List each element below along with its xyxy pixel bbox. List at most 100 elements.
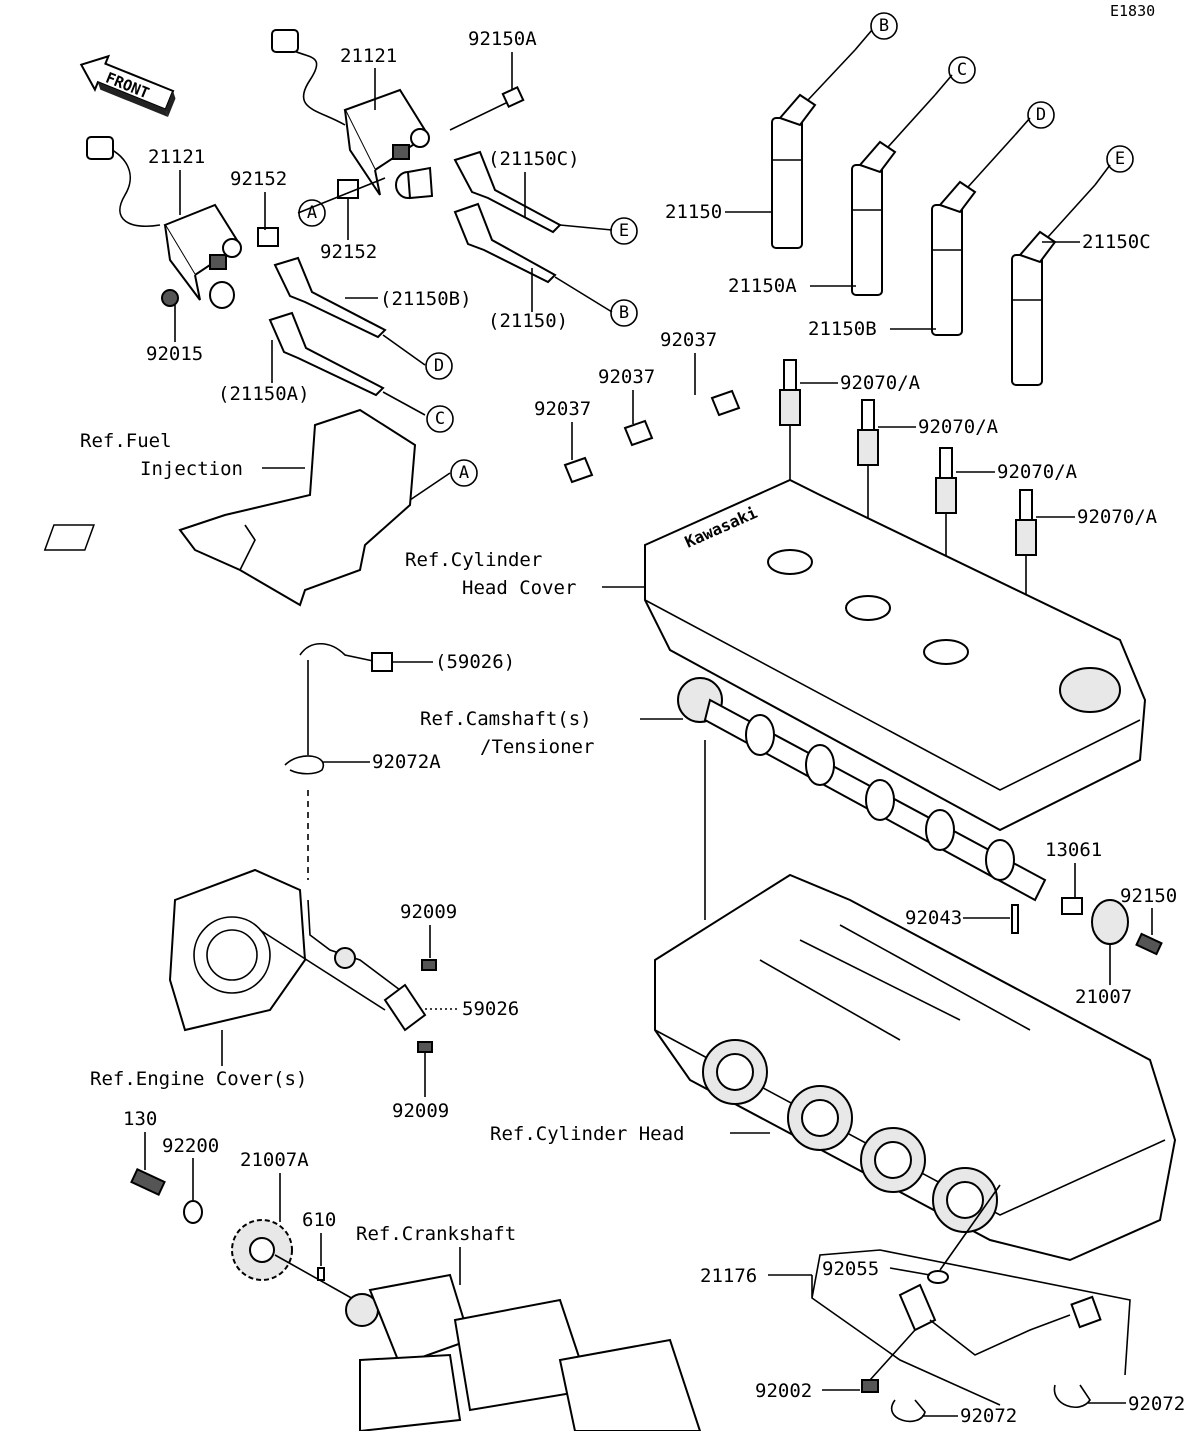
label-92009-bottom: 92009 — [392, 1100, 449, 1122]
svg-text:C: C — [435, 409, 445, 429]
label-92037-2: 92037 — [598, 366, 655, 388]
callout-d1: D — [425, 352, 453, 380]
front-arrow-icon: FRONT — [79, 54, 176, 117]
washer-92200 — [183, 1200, 203, 1224]
diagram-id: E1830 — [1110, 2, 1155, 20]
label-ref-head-cover-1: Ref.Cylinder — [405, 549, 542, 571]
timing-rotor-21007a — [231, 1219, 293, 1281]
label-92152-left: 92152 — [230, 168, 287, 190]
label-21150a-cap: (21150A) — [218, 383, 310, 405]
label-92150a: 92150A — [468, 28, 537, 50]
label-92009-top: 92009 — [400, 901, 457, 923]
label-ref-camshaft-1: Ref.Camshaft(s) — [420, 708, 592, 730]
svg-text:B: B — [879, 16, 889, 36]
nut-92015 — [161, 289, 179, 307]
clamps-92037 — [563, 389, 741, 484]
label-92043: 92043 — [905, 907, 962, 929]
engine-cover — [168, 868, 307, 1032]
label-ref-fuel-2: Injection — [140, 458, 243, 480]
label-21150c: 21150C — [1082, 231, 1151, 253]
label-92070a-3: 92070/A — [997, 461, 1078, 483]
label-ref-fuel-1: Ref.Fuel — [80, 430, 172, 452]
label-21121-left: 21121 — [148, 146, 205, 168]
svg-text:A: A — [307, 203, 317, 223]
bolt-92150 — [1135, 932, 1163, 956]
svg-text:C: C — [957, 60, 967, 80]
cylinder-head — [654, 873, 1177, 1262]
cam-sensor-21176 — [898, 1270, 1102, 1356]
label-92070a-2: 92070/A — [918, 416, 999, 438]
label-ref-crankshaft: Ref.Crankshaft — [356, 1223, 516, 1245]
fuel-injection-bracket — [43, 408, 417, 607]
svg-text:E: E — [619, 221, 629, 241]
callout-c2: C — [948, 56, 976, 84]
callout-b1: B — [610, 299, 638, 327]
label-21150b-cap: (21150B) — [380, 288, 472, 310]
label-ref-camshaft-2: /Tensioner — [480, 736, 594, 758]
callout-a2: A — [450, 459, 478, 487]
bolt-92009-top — [421, 959, 437, 971]
plug-leads — [771, 49, 1096, 386]
bolt-92002 — [861, 1379, 879, 1393]
plug-caps — [268, 150, 562, 397]
svg-text:A: A — [459, 463, 469, 483]
label-21121-top: 21121 — [340, 45, 397, 67]
clamp-92072a — [284, 755, 325, 775]
svg-text:E: E — [1115, 149, 1125, 169]
label-21150b: 21150B — [808, 318, 877, 340]
label-92070a-4: 92070/A — [1077, 506, 1158, 528]
label-21150: 21150 — [665, 201, 722, 223]
label-92015: 92015 — [146, 343, 203, 365]
callout-a1: A — [298, 199, 326, 227]
callout-b2: B — [870, 12, 898, 40]
label-92070a-1: 92070/A — [840, 372, 921, 394]
label-92002: 92002 — [755, 1380, 812, 1402]
label-ref-cylinder-head: Ref.Cylinder Head — [490, 1123, 684, 1145]
label-ref-head-cover-2: Head Cover — [462, 577, 576, 599]
label-92037-3: 92037 — [660, 329, 717, 351]
callout-c1: C — [426, 405, 454, 433]
ignition-coil-top — [271, 29, 434, 200]
label-92072-b: 92072 — [1128, 1393, 1185, 1415]
bolt-130 — [130, 1167, 166, 1197]
callout-e1: E — [610, 217, 638, 245]
callout-d2: D — [1027, 101, 1055, 129]
svg-text:B: B — [619, 303, 629, 323]
bolt-92150a — [449, 85, 525, 131]
svg-text:D: D — [1036, 105, 1046, 125]
sensor-59026 — [259, 899, 427, 1032]
label-21007: 21007 — [1075, 986, 1132, 1008]
label-21150a: 21150A — [728, 275, 797, 297]
label-92150: 92150 — [1120, 885, 1177, 907]
pin-610 — [317, 1267, 325, 1281]
sensor-lead-59026 — [299, 642, 393, 672]
label-21007a: 21007A — [240, 1149, 309, 1171]
label-92037-1: 92037 — [534, 398, 591, 420]
label-92072-a: 92072 — [960, 1405, 1017, 1427]
label-21150c-cap: (21150C) — [488, 148, 580, 170]
spark-plugs — [779, 359, 1037, 570]
label-92200: 92200 — [162, 1135, 219, 1157]
cylinder-head-cover: Kawasaki — [644, 478, 1147, 832]
oring-92055 — [927, 1270, 949, 1284]
label-21176: 21176 — [700, 1265, 757, 1287]
label-ref-engine-cover: Ref.Engine Cover(s) — [90, 1068, 307, 1090]
label-21150-cap: (21150) — [488, 310, 568, 332]
clamp-92072-a — [891, 1399, 926, 1423]
label-59026-top: (59026) — [435, 651, 515, 673]
collar-92152-left — [257, 227, 279, 247]
ignition-coil-left — [86, 136, 242, 309]
label-92072a: 92072A — [372, 751, 441, 773]
label-130: 130 — [123, 1108, 157, 1130]
camshaft — [677, 677, 1047, 902]
label-92152-mid: 92152 — [320, 241, 377, 263]
pin-92043 — [1011, 904, 1019, 934]
svg-text:D: D — [434, 356, 444, 376]
label-13061: 13061 — [1045, 839, 1102, 861]
clamp-92072-b — [1053, 1384, 1091, 1409]
label-92055: 92055 — [822, 1258, 879, 1280]
callout-e2: E — [1106, 145, 1134, 173]
rotor-13061 — [1061, 897, 1083, 915]
label-610: 610 — [302, 1209, 336, 1231]
